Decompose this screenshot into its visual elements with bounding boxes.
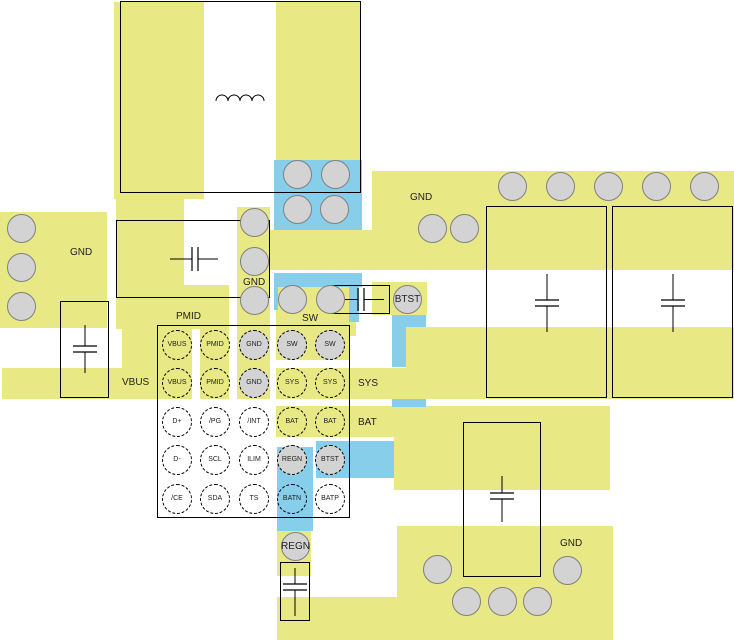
ic-pad-sw: SW bbox=[277, 330, 307, 360]
copper-sys-upper bbox=[406, 327, 734, 399]
trace-btst-cap bbox=[349, 286, 359, 322]
ic-pad-int: /INT bbox=[239, 407, 269, 437]
copper-vbus-bar bbox=[2, 368, 192, 399]
ic-pad-sys: SYS bbox=[315, 368, 345, 398]
ic-pad-vbus: VBUS bbox=[162, 330, 192, 360]
via-btst: BTST bbox=[393, 285, 422, 314]
ic-pad-ts: TS bbox=[239, 484, 269, 514]
via-icon bbox=[278, 285, 307, 314]
via-icon bbox=[452, 587, 481, 616]
cap-regn-outline bbox=[280, 562, 310, 621]
via-icon bbox=[690, 172, 719, 201]
ic-pad-batp: BATP bbox=[315, 484, 345, 514]
ic-pad-dminus: D- bbox=[162, 445, 192, 475]
ic-pad-bat: BAT bbox=[277, 407, 307, 437]
capacitor-sys-2-icon bbox=[661, 274, 685, 332]
copper-bottom-left bbox=[277, 597, 397, 640]
capacitor-bat-icon bbox=[490, 476, 514, 522]
ic-pad-pmid: PMID bbox=[200, 368, 230, 398]
net-label-bat: BAT bbox=[358, 417, 377, 428]
ic-pad-sw: SW bbox=[315, 330, 345, 360]
net-label-vbus: VBUS bbox=[122, 377, 150, 388]
capacitor-regn-icon bbox=[283, 568, 307, 616]
net-label-sys: SYS bbox=[358, 378, 379, 389]
via-icon bbox=[240, 247, 269, 276]
ic-pad-dplus: D+ bbox=[162, 407, 192, 437]
inductor-icon bbox=[215, 94, 265, 102]
cap-vbus-outline bbox=[60, 301, 109, 398]
via-icon bbox=[498, 172, 527, 201]
cap-sys-1-outline bbox=[486, 206, 607, 398]
ic-pad-scl: SCL bbox=[200, 445, 230, 475]
via-icon bbox=[642, 172, 671, 201]
ic-pad-ce: /CE bbox=[162, 484, 192, 514]
capacitor-vbus-icon bbox=[73, 325, 97, 373]
copper-pmid-pour-lower bbox=[184, 285, 229, 329]
cap-bat-outline bbox=[463, 422, 541, 577]
ic-pad-bat: BAT bbox=[315, 407, 345, 437]
via-icon bbox=[594, 172, 623, 201]
ic-pad-sda: SDA bbox=[200, 484, 230, 514]
cap-sys-2-outline bbox=[612, 206, 733, 398]
via-icon bbox=[450, 214, 479, 243]
via-icon bbox=[320, 195, 349, 224]
ic-pad-regn: REGN bbox=[277, 445, 307, 475]
ic-pad-vbus: VBUS bbox=[162, 368, 192, 398]
via-icon bbox=[523, 587, 552, 616]
via-icon bbox=[7, 292, 36, 321]
via-icon bbox=[488, 587, 517, 616]
via-icon bbox=[283, 160, 312, 189]
ic-pad-ilim: ILIM bbox=[239, 445, 269, 475]
cap-pmid-outline bbox=[116, 220, 270, 298]
ic-pad-pg: /PG bbox=[200, 407, 230, 437]
via-icon bbox=[423, 555, 452, 584]
via-regn: REGN bbox=[281, 532, 310, 561]
via-icon bbox=[240, 286, 269, 315]
trace-btst-mid bbox=[392, 399, 426, 407]
ic-pad-batn: BATN bbox=[277, 484, 307, 514]
net-label-sw: SW bbox=[302, 313, 319, 324]
net-label-pmid: PMID bbox=[176, 311, 201, 322]
ic-pad-pmid: PMID bbox=[200, 330, 230, 360]
capacitor-pmid-icon bbox=[170, 247, 218, 271]
net-label-gnd-top-right: GND bbox=[410, 192, 433, 203]
net-label-gnd-left: GND bbox=[70, 247, 93, 258]
trace-btst-column bbox=[392, 315, 406, 367]
via-icon bbox=[7, 253, 36, 282]
trace-sw-upper bbox=[274, 273, 362, 287]
via-icon bbox=[316, 285, 345, 314]
trace-sw-left-edge bbox=[274, 286, 278, 310]
via-icon bbox=[321, 160, 350, 189]
ic-pad-gnd: GND bbox=[239, 330, 269, 360]
ic-outline bbox=[157, 325, 350, 518]
ic-pad-sys: SYS bbox=[277, 368, 307, 398]
capacitor-sys-1-icon bbox=[535, 274, 559, 332]
via-icon bbox=[553, 556, 582, 585]
inductor-outline bbox=[120, 1, 361, 193]
net-label-gnd-bottom-right: GND bbox=[560, 538, 583, 549]
via-icon bbox=[283, 195, 312, 224]
via-icon bbox=[7, 214, 36, 243]
ic-pad-btst: BTST bbox=[315, 445, 345, 475]
via-icon bbox=[418, 214, 447, 243]
ic-pad-gnd: GND bbox=[239, 368, 269, 398]
copper-inductor-left-pad bbox=[114, 2, 204, 199]
net-label-gnd-mid: GND bbox=[243, 277, 266, 288]
via-icon bbox=[546, 172, 575, 201]
copper-gnd-right-wide bbox=[268, 230, 734, 270]
via-icon bbox=[240, 208, 269, 237]
